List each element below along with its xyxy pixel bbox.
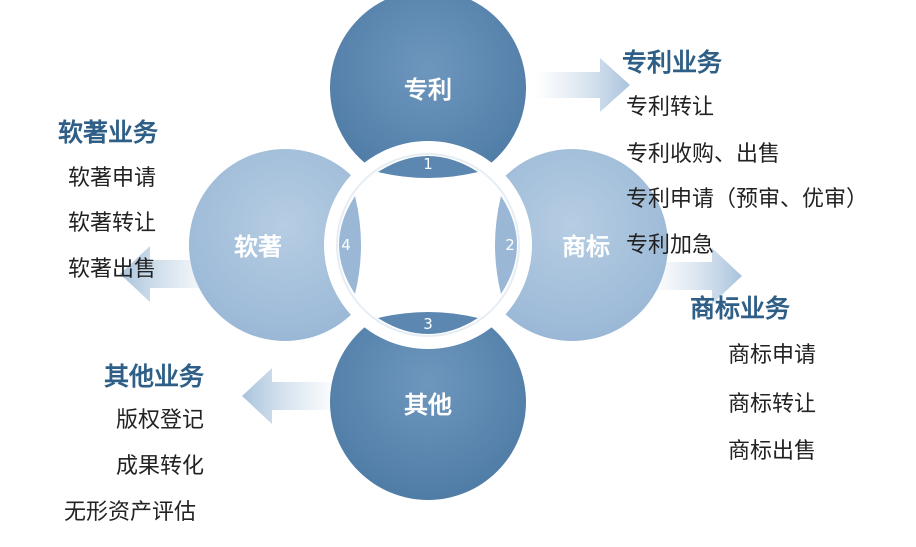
badge-3: 3 [423, 315, 433, 333]
lens-1 [378, 156, 478, 178]
lens-2 [495, 196, 517, 294]
center-ring-border [336, 153, 520, 337]
patent-item-expedite: 专利加急 [626, 233, 715, 258]
circle-label-other: 其他 [404, 391, 452, 419]
circle-label-software: 软著 [234, 233, 282, 261]
trademark-business-title: 商标业务 [690, 294, 791, 323]
patent-business-title: 专利业务 [622, 48, 723, 77]
trademark-item-sell: 商标出售 [728, 439, 817, 464]
circle-trademark [476, 149, 668, 341]
lens-4 [339, 196, 361, 294]
lens-3 [378, 312, 478, 334]
trademark-item-application: 商标申请 [728, 343, 817, 368]
circle-label-patent: 专利 [404, 76, 452, 104]
circle-label-trademark: 商标 [562, 233, 610, 261]
software-business-title: 软著业务 [58, 118, 159, 147]
circle-other [330, 304, 526, 500]
other-item-copyright-registration: 版权登记 [116, 408, 205, 433]
badge-1: 1 [423, 155, 433, 173]
arrow-left-other-icon [242, 368, 340, 424]
software-item-transfer: 软著转让 [68, 211, 157, 236]
center-ring [324, 141, 532, 349]
software-item-sell: 软著出售 [68, 257, 157, 282]
other-item-intangible-asset-evaluation: 无形资产评估 [64, 500, 197, 525]
patent-item-transfer: 专利转让 [626, 95, 715, 120]
circle-software [189, 149, 381, 341]
badge-2: 2 [505, 236, 515, 254]
software-item-application: 软著申请 [68, 166, 157, 191]
arrow-right-trademark-icon [650, 248, 742, 304]
patent-item-application: 专利申请（预审、优审） [626, 187, 869, 212]
badge-4: 4 [341, 236, 351, 254]
circle-patent [330, 0, 526, 186]
patent-item-acquire-sell: 专利收购、出售 [626, 142, 781, 167]
other-business-title: 其他业务 [104, 362, 205, 391]
trademark-item-transfer: 商标转让 [728, 392, 817, 417]
arrow-right-patent-icon [535, 58, 630, 112]
other-item-achievement-transformation: 成果转化 [116, 454, 205, 479]
